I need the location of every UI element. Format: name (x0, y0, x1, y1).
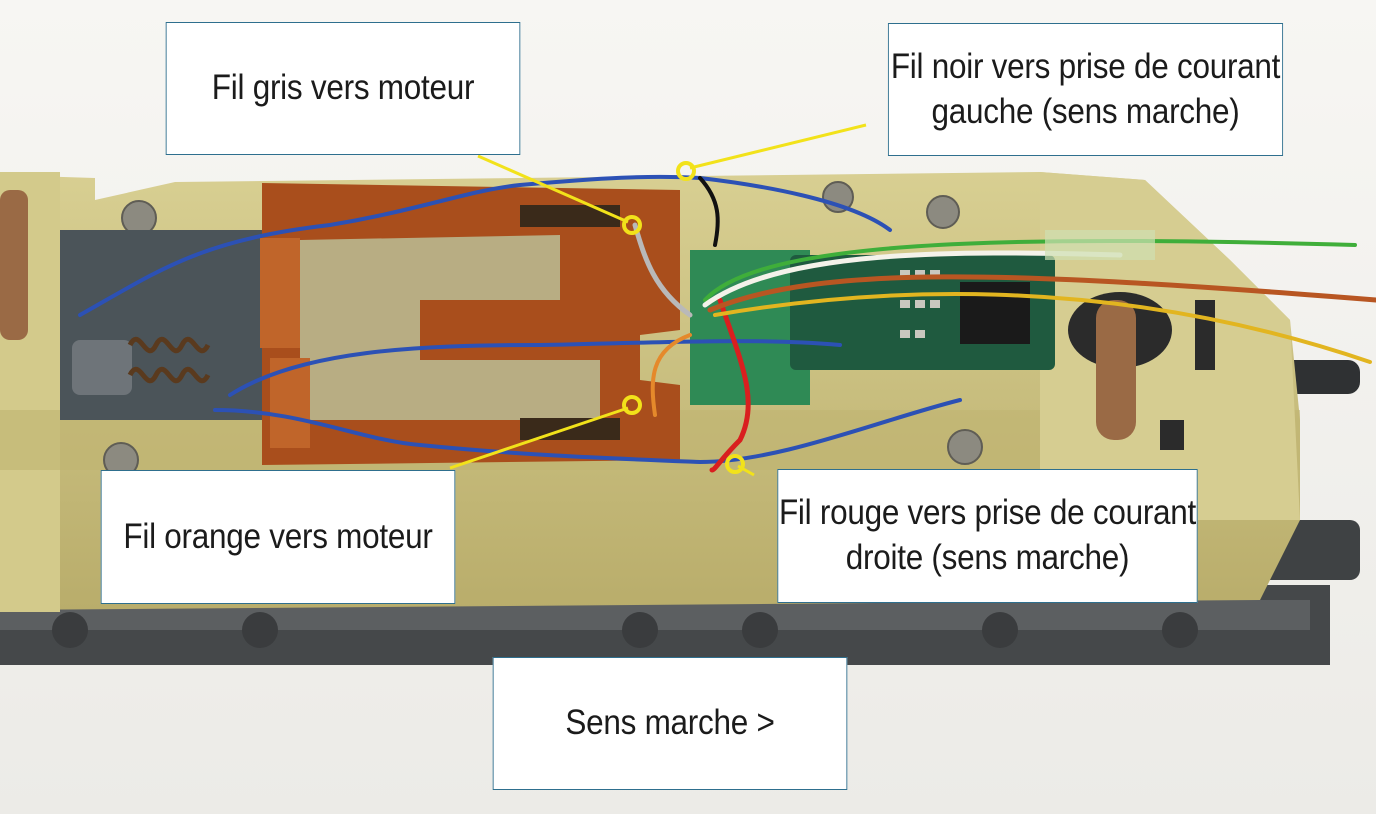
motor-cavity (60, 230, 290, 420)
label-orange-wire: Fil orange vers moteur (100, 470, 456, 604)
label-orange-wire-text: Fil orange vers moteur (123, 516, 433, 556)
callout-dot-icon (622, 161, 745, 474)
motor-spring-icon (127, 336, 211, 384)
label-grey-wire: Fil gris vers moteur (165, 22, 521, 155)
label-direction: Sens marche > (492, 657, 848, 790)
pickup-contact-left (0, 190, 28, 340)
label-red-wire-text: Fil rouge vers prise de courant droite (… (778, 493, 1197, 577)
wires (78, 174, 1376, 473)
label-red-wire: Fil rouge vers prise de courant droite (… (777, 469, 1198, 603)
label-black-wire: Fil noir vers prise de courant gauche (s… (887, 23, 1284, 156)
label-direction-text: Sens marche > (565, 703, 775, 743)
label-grey-wire-text: Fil gris vers moteur (211, 68, 475, 108)
label-black-wire-text: Fil noir vers prise de courant gauche (s… (890, 46, 1281, 131)
copper-pcb (260, 183, 680, 465)
